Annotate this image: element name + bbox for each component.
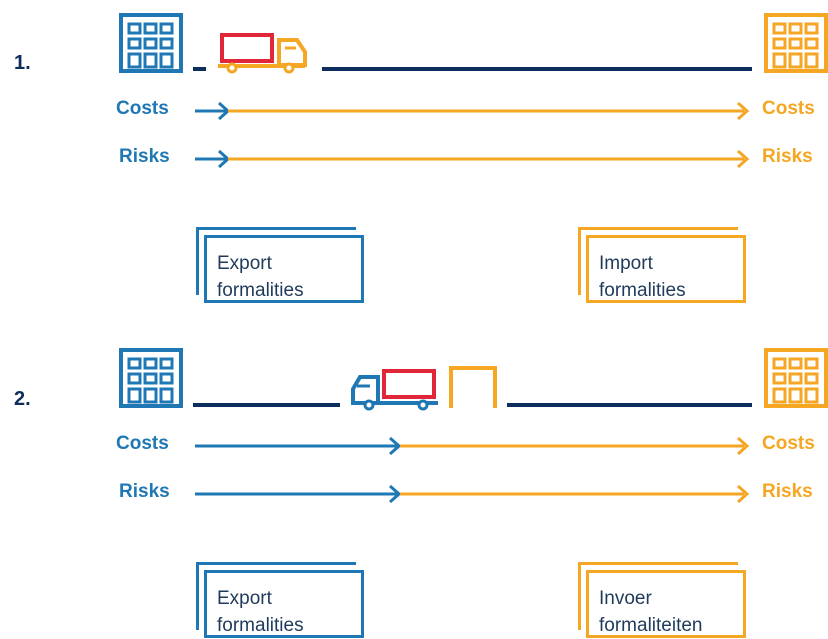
risks-arrow-2 — [195, 484, 750, 504]
costs-label-seller: Costs — [116, 98, 169, 119]
seller-building-icon — [119, 13, 183, 73]
export-formalities-doc: Export formalities — [196, 227, 364, 303]
risks-label-buyer: Risks — [762, 481, 813, 502]
buyer-building-icon — [764, 13, 828, 73]
truck-icon — [351, 369, 438, 411]
seller-building-icon — [119, 348, 183, 408]
import-doc-line1: Import — [599, 253, 653, 274]
buyer-building-icon — [764, 348, 828, 408]
export-doc-line2: formalities — [217, 280, 304, 301]
export-doc-line2: formalities — [217, 615, 304, 636]
costs-arrow-1 — [195, 101, 750, 121]
risks-label-buyer: Risks — [762, 146, 813, 167]
import-doc-line2: formaliteiten — [599, 615, 703, 636]
risks-label-seller: Risks — [119, 146, 170, 167]
risks-arrow-1 — [195, 149, 750, 169]
import-doc-line2: formalities — [599, 280, 686, 301]
costs-arrow-2 — [195, 436, 750, 456]
scenario-2-number: 2. — [14, 388, 31, 410]
costs-label-buyer: Costs — [762, 433, 815, 454]
port-gate-icon — [449, 366, 497, 408]
import-formalities-doc: Invoer formaliteiten — [578, 562, 746, 638]
import-doc-line1: Invoer — [599, 588, 652, 609]
export-doc-line1: Export — [217, 588, 272, 609]
truck-icon — [218, 33, 307, 74]
costs-label-buyer: Costs — [762, 98, 815, 119]
scenario-1-number: 1. — [14, 52, 31, 74]
export-formalities-doc: Export formalities — [196, 562, 364, 638]
export-doc-line1: Export — [217, 253, 272, 274]
risks-label-seller: Risks — [119, 481, 170, 502]
costs-label-seller: Costs — [116, 433, 169, 454]
import-formalities-doc: Import formalities — [578, 227, 746, 303]
